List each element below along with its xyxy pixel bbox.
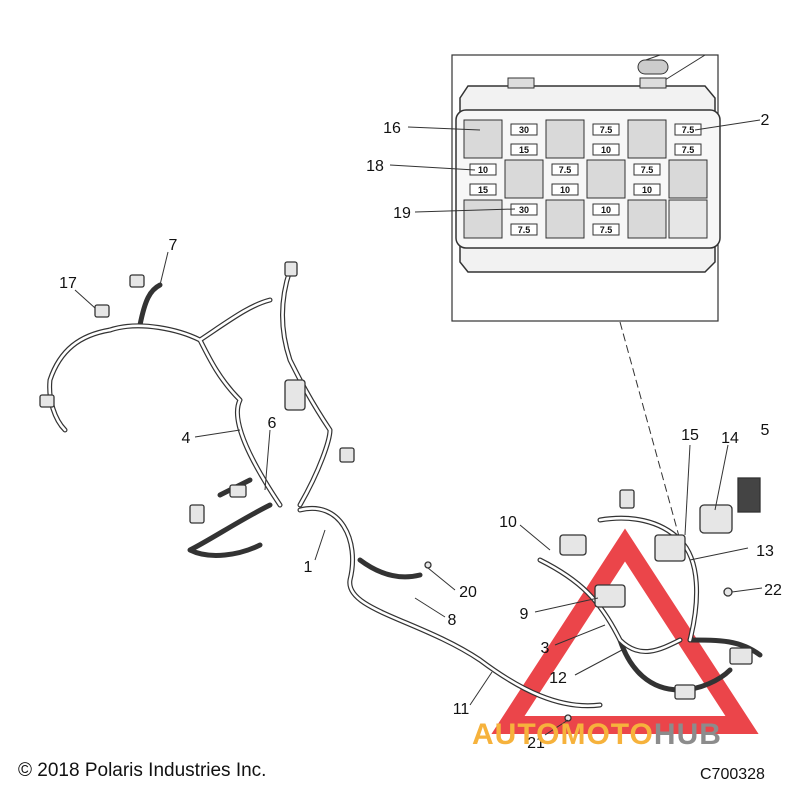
fuse-strip: [737, 477, 761, 513]
watermark-part2: HUB: [653, 718, 722, 751]
fastener: [564, 714, 572, 722]
connector: [619, 489, 635, 509]
fuse-label: 15: [519, 145, 529, 155]
connector: [674, 684, 696, 700]
fuse-label: 10: [642, 185, 652, 195]
fuse-label: 7.5: [518, 225, 531, 235]
callout-4: 4: [182, 430, 191, 447]
callout-1: 1: [304, 559, 313, 576]
fuse-label: 7.5: [641, 165, 654, 175]
callout-labels: 16 2 18 19 7 17 4 6 1 10 15 14 5 13 22 2…: [59, 112, 782, 752]
fuse-grid: [463, 119, 708, 239]
callout-12: 12: [549, 670, 567, 687]
fuse-label: 7.5: [559, 165, 572, 175]
fuse-label: 7.5: [600, 225, 613, 235]
fuse-box-inset: 30 15 7.5 10 7.5 7.5 10 15 7.5 10 7.5 10…: [451, 54, 721, 541]
connector: [559, 534, 587, 556]
harness-components: [39, 261, 761, 722]
fuse-label: 7.5: [600, 125, 613, 135]
connector: [39, 394, 55, 408]
fuse-label: 10: [478, 165, 488, 175]
fuse-label: 10: [601, 145, 611, 155]
connector: [654, 534, 686, 562]
fuses: 30 15 7.5 10 7.5 7.5 10 15 7.5 10 7.5 10…: [469, 123, 702, 236]
fastener: [723, 587, 733, 597]
connector: [594, 584, 626, 608]
module: [699, 504, 733, 534]
callout-5: 5: [761, 422, 770, 439]
callout-13: 13: [756, 543, 774, 560]
watermark-part1: AUTOMOTO: [472, 718, 654, 751]
diagram-code: C700328: [700, 766, 765, 783]
callout-15: 15: [681, 427, 699, 444]
callout-17: 17: [59, 275, 77, 292]
callout-7: 7: [169, 237, 178, 254]
harness-wires: [47, 267, 763, 709]
connector: [729, 647, 753, 665]
fuse-label: 15: [478, 185, 488, 195]
connector: [129, 274, 145, 288]
fuse-label: 7.5: [682, 145, 695, 155]
callout-9: 9: [520, 606, 529, 623]
callout-16: 16: [383, 120, 401, 137]
callout-19: 19: [393, 205, 411, 222]
connector: [94, 304, 110, 318]
callout-14: 14: [721, 430, 739, 447]
callout-11: 11: [453, 701, 470, 718]
fuse-label: 10: [560, 185, 570, 195]
callout-18: 18: [366, 158, 384, 175]
fuse-label: 10: [601, 205, 611, 215]
callout-8: 8: [448, 612, 457, 629]
fuse-label: 7.5: [682, 125, 695, 135]
callout-22: 22: [764, 582, 782, 599]
relay-connector: [284, 379, 306, 411]
watermark-triangle: [491, 528, 759, 734]
harness-wires-inner: [48, 268, 698, 708]
fuse-label: 30: [519, 125, 529, 135]
connector: [229, 484, 247, 498]
connector: [189, 504, 205, 524]
callout-3: 3: [541, 640, 550, 657]
callout-20: 20: [459, 584, 477, 601]
watermark-text: AUTOMOTOHUB: [472, 718, 722, 752]
connector: [339, 447, 355, 463]
callout-6: 6: [268, 415, 277, 432]
callout-2: 2: [761, 112, 770, 129]
copyright-text: © 2018 Polaris Industries Inc.: [18, 760, 267, 781]
fuse-label: 30: [519, 205, 529, 215]
leader-lines: [74, 119, 763, 736]
connector: [284, 261, 298, 277]
callout-10: 10: [499, 514, 517, 531]
callout-21: 21: [527, 735, 545, 752]
fastener: [424, 561, 432, 569]
